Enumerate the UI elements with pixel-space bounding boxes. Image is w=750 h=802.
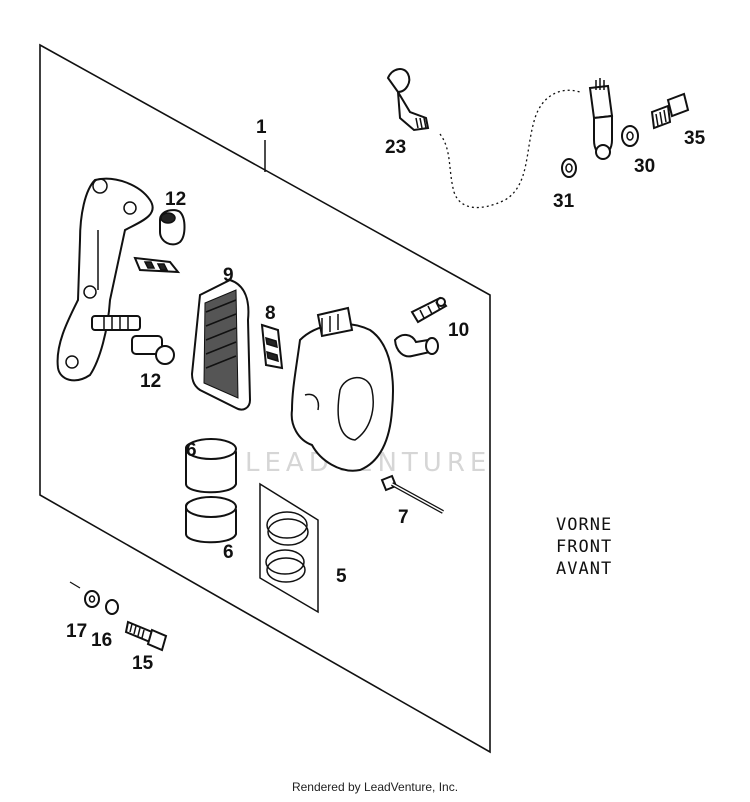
banjo-fitting xyxy=(393,334,439,358)
callout-12-top: 12 xyxy=(165,189,186,210)
caliper-bracket xyxy=(56,177,154,382)
washer-31 xyxy=(561,158,577,178)
callout-12-bottom: 12 xyxy=(140,371,161,392)
callout-35: 35 xyxy=(684,128,706,149)
pad-clip xyxy=(133,256,181,274)
piston-upper xyxy=(185,438,237,494)
boot-top xyxy=(159,209,186,246)
brake-hose xyxy=(386,68,614,209)
callout-6-top: 6 xyxy=(186,440,197,461)
callout-1: 1 xyxy=(256,117,267,138)
direction-label-vorne: VORNE xyxy=(556,515,612,535)
callout-23: 23 xyxy=(385,137,406,158)
washer-30 xyxy=(621,125,639,147)
bolt-15 xyxy=(124,620,168,652)
callout-9: 9 xyxy=(223,265,234,286)
callout-31: 31 xyxy=(553,191,575,212)
bleeder-valve xyxy=(410,296,448,324)
callout-16: 16 xyxy=(91,630,112,651)
slide-pin-lower xyxy=(131,335,175,365)
callout-7: 7 xyxy=(398,507,409,528)
piston-lower xyxy=(185,496,237,544)
callout-17: 17 xyxy=(66,621,87,642)
washer-16 xyxy=(105,599,119,615)
direction-label-front: FRONT xyxy=(556,537,612,557)
callout-10: 10 xyxy=(448,320,469,341)
slide-pin-upper xyxy=(91,315,141,331)
leader-17 xyxy=(69,581,81,589)
callout-8: 8 xyxy=(265,303,276,324)
seal-kit xyxy=(259,482,319,614)
anti-rattle-spring xyxy=(260,323,284,370)
callout-15: 15 xyxy=(132,653,154,674)
callout-6-bottom: 6 xyxy=(223,542,234,563)
assembly-frame xyxy=(39,43,491,754)
guide-pin xyxy=(380,474,444,514)
callout-30: 30 xyxy=(634,156,655,177)
banjo-bolt xyxy=(650,92,690,130)
caliper-body xyxy=(290,306,394,472)
brake-pad xyxy=(190,278,252,411)
washer-17 xyxy=(84,590,100,608)
direction-label-avant: AVANT xyxy=(556,559,612,579)
footer-credit: Rendered by LeadVenture, Inc. xyxy=(291,780,459,794)
callout-5: 5 xyxy=(336,566,347,587)
